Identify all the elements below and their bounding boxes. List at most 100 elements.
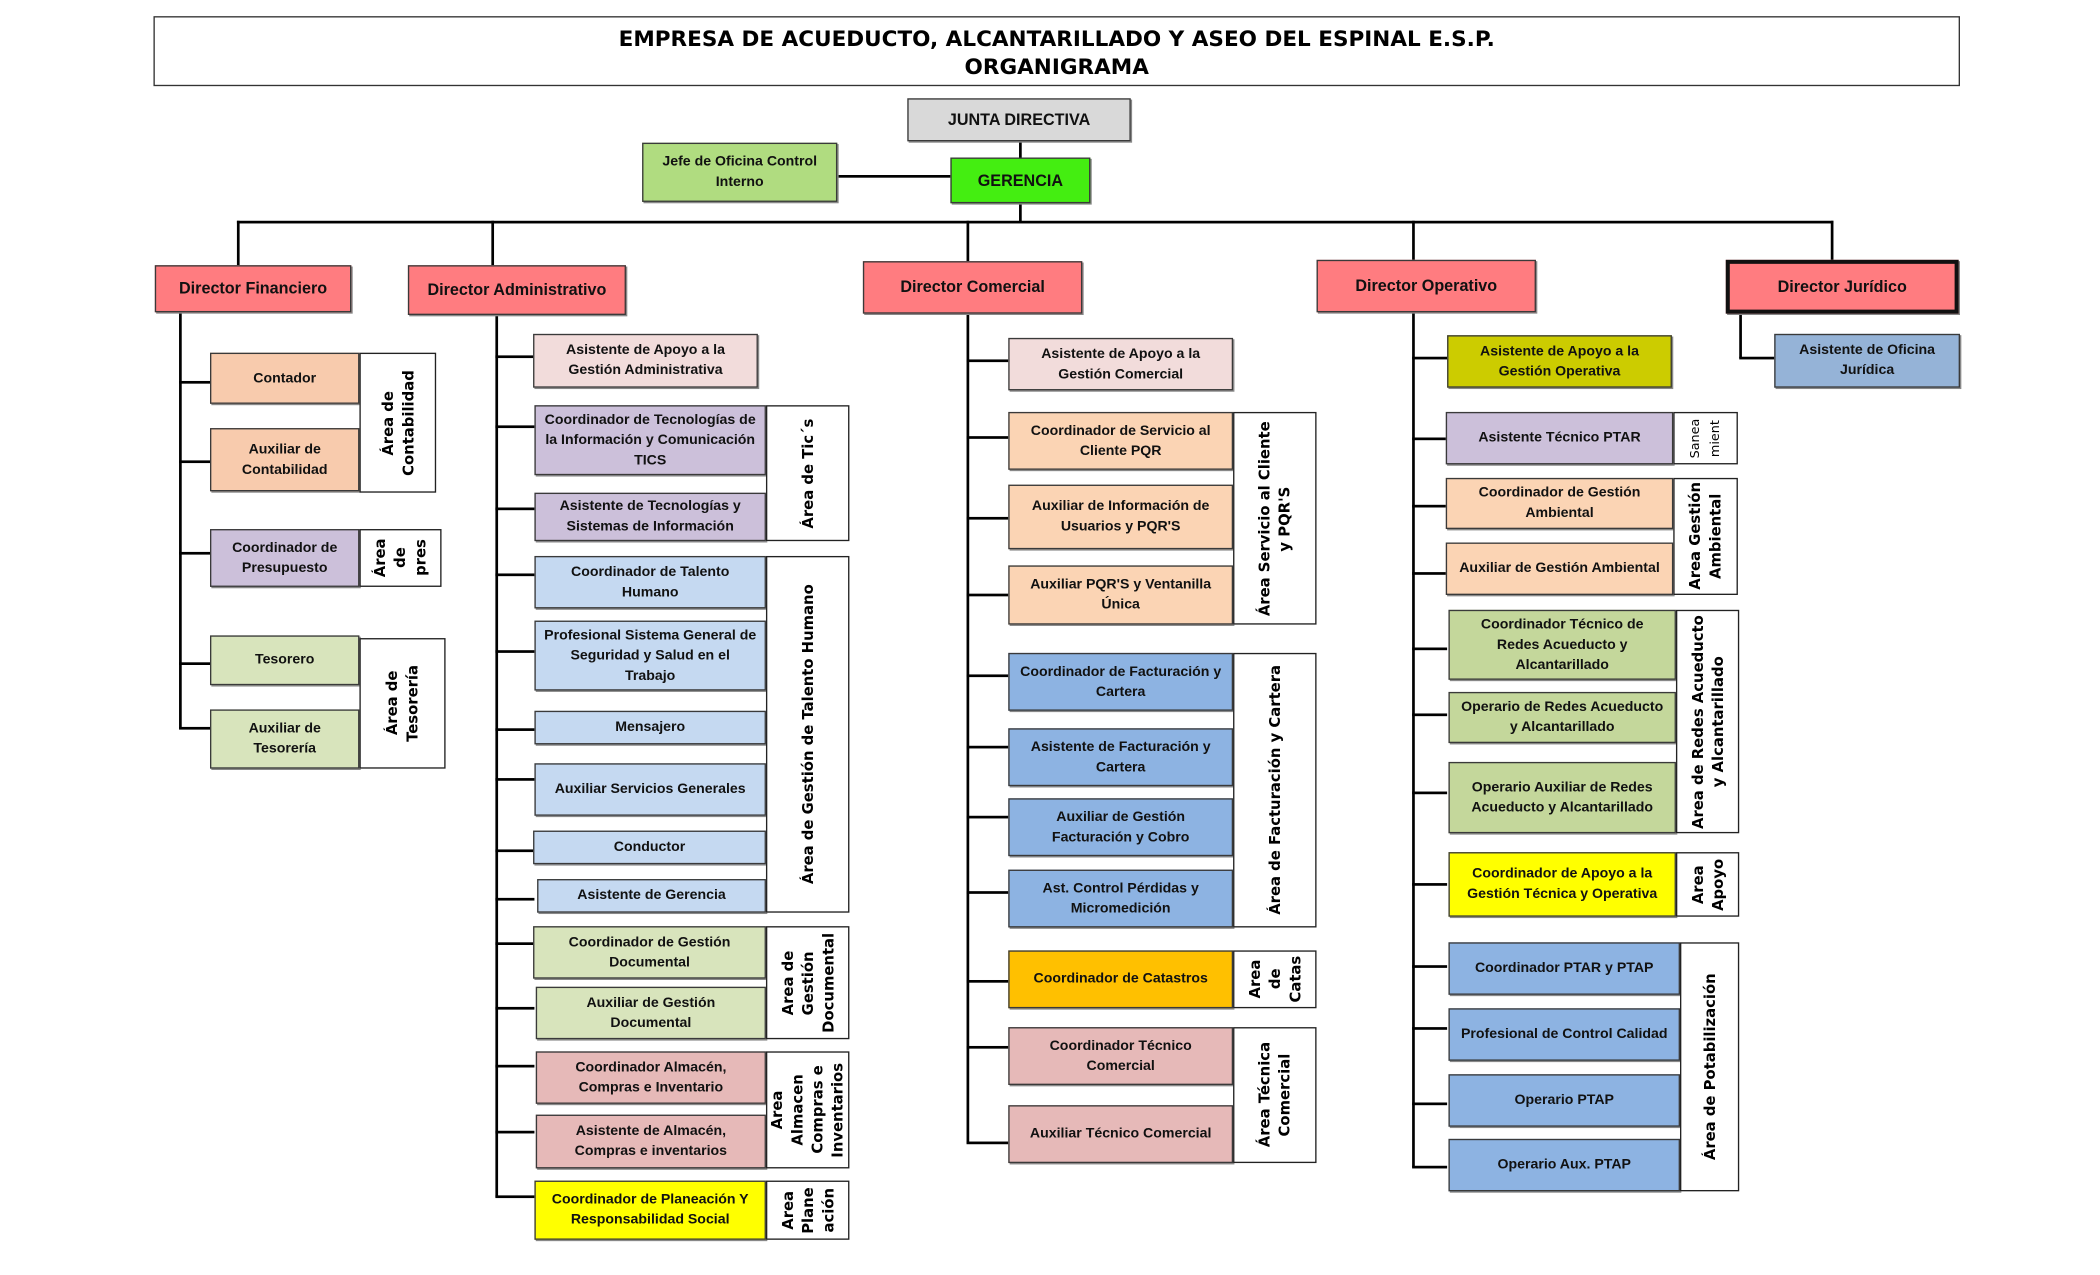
- area-label: Area de Catas: [1245, 955, 1304, 1003]
- area-label: Área de Potabilización: [1700, 973, 1719, 1161]
- area-label-box: Área de Potabilización: [1679, 942, 1740, 1192]
- area-label-box: Área Técnica Comercial: [1233, 1027, 1317, 1164]
- position-box: Asistente de Apoyo a la Gestión Operativ…: [1447, 335, 1672, 388]
- position-box: Coordinador de Presupuesto: [209, 529, 360, 587]
- director-comercial-box: Director Comercial: [862, 261, 1083, 314]
- connector-line: [1412, 883, 1448, 886]
- connector-line: [495, 425, 535, 429]
- connector-line: [1412, 1102, 1448, 1106]
- connector-line: [1412, 713, 1448, 717]
- position-box: Auxiliar de Gestión Facturación y Cobro: [1008, 798, 1234, 857]
- position-box: Auxiliar de Contabilidad: [209, 428, 360, 492]
- area-label: Area de Gestión Documental: [778, 932, 837, 1033]
- connector-line: [179, 460, 210, 464]
- area-label: Area Gestión Ambiental: [1686, 482, 1725, 591]
- connector-line: [1412, 312, 1415, 1168]
- director-juridico-box: Director Jurídico: [1725, 259, 1959, 314]
- connector-line: [1019, 141, 1022, 158]
- area-label-box: Área de Tic´s: [765, 405, 850, 542]
- connector-line: [495, 1006, 535, 1010]
- position-box: Asistente de Oficina Jurídica: [1774, 333, 1960, 388]
- position-box: Coordinador de Gestión Ambiental: [1445, 477, 1674, 530]
- position-box: Coordinador de Servicio al Cliente PQR: [1008, 411, 1234, 470]
- position-box: Coordinador Almacén, Compras e Inventari…: [535, 1051, 766, 1104]
- connector-line: [966, 1045, 1009, 1049]
- connector-line: [966, 220, 970, 262]
- area-label: Área de Contabilidad: [378, 369, 417, 476]
- connector-line: [495, 849, 535, 853]
- connector-line: [1739, 313, 1742, 359]
- position-box: Coordinador de Apoyo a la Gestión Técnic…: [1448, 852, 1676, 917]
- position-box: Profesional Sistema General de Seguridad…: [534, 620, 766, 691]
- connector-line: [179, 380, 210, 384]
- position-box: Auxiliar PQR'S y Ventanilla Única: [1008, 565, 1234, 625]
- chart-title: EMPRESA DE ACUEDUCTO, ALCANTARILLADO Y A…: [153, 16, 1960, 87]
- position-box: Asistente de Apoyo a la Gestión Comercia…: [1008, 337, 1234, 391]
- area-label: Area Plane ación: [778, 1186, 837, 1234]
- position-box: Coordinador Técnico Comercial: [1008, 1027, 1234, 1085]
- position-box: Auxiliar de Tesorería: [209, 709, 360, 769]
- position-box: Coordinador de Facturación y Cartera: [1008, 652, 1234, 711]
- position-box: Auxiliar de Gestión Documental: [535, 986, 766, 1040]
- connector-line: [495, 942, 535, 945]
- area-label: Área de pres: [371, 538, 430, 578]
- area-label-box: Sanea mient: [1673, 411, 1738, 465]
- connector-line: [966, 815, 1009, 819]
- connector-line: [495, 728, 535, 731]
- connector-line: [966, 313, 970, 1143]
- connector-line: [236, 220, 1834, 224]
- connector-line: [1019, 203, 1022, 223]
- area-label-box: Área de Gestión de Talento Humano: [765, 555, 850, 913]
- connector-line: [1412, 791, 1448, 795]
- connector-line: [966, 359, 1009, 363]
- connector-line: [179, 726, 210, 730]
- connector-line: [966, 674, 1009, 678]
- company-name: EMPRESA DE ACUEDUCTO, ALCANTARILLADO Y A…: [618, 25, 1495, 52]
- connector-line: [236, 220, 240, 266]
- position-box: Conductor: [533, 830, 766, 865]
- connector-line: [491, 220, 495, 266]
- position-box: Operario Aux. PTAP: [1448, 1138, 1680, 1192]
- position-box: Auxiliar de Gestión Ambiental: [1445, 542, 1674, 595]
- connector-line: [966, 593, 1009, 597]
- position-box: Coordinador de Planeación Y Responsabili…: [534, 1180, 766, 1240]
- connector-line: [1830, 220, 1834, 260]
- position-box: Asistente Técnico PTAR: [1445, 411, 1674, 465]
- area-label: Área de Facturación y Cartera: [1266, 665, 1284, 916]
- area-label-box: Area de Catas: [1233, 950, 1317, 1009]
- connector-line: [1412, 504, 1448, 508]
- area-label: Area Apoyo: [1688, 858, 1727, 911]
- position-box: Mensajero: [534, 710, 766, 745]
- connector-line: [837, 174, 951, 178]
- connector-line: [1412, 647, 1448, 651]
- connector-line: [1412, 356, 1448, 360]
- area-label: Área Servicio al Cliente y PQR'S: [1255, 420, 1294, 616]
- director-financiero-box: Director Financiero: [154, 265, 352, 313]
- position-box: Coordinador de Catastros: [1008, 950, 1234, 1009]
- area-label: Área Técnica Comercial: [1255, 1042, 1294, 1148]
- position-box: Asistente de Gerencia: [537, 879, 766, 913]
- position-box: Asistente de Tecnologías y Sistemas de I…: [534, 492, 766, 542]
- connector-line: [1412, 572, 1448, 575]
- connector-line: [179, 551, 210, 555]
- area-label-box: Area Almacen Compras e Inventarios: [765, 1051, 850, 1169]
- connector-line: [495, 1064, 535, 1068]
- control-interno-box: Jefe de Oficina Control Interno: [642, 142, 838, 202]
- connector-line: [495, 314, 499, 1197]
- area-label-box: Area de Redes Acueducto y Alcantarillado: [1675, 609, 1740, 834]
- connector-line: [495, 650, 535, 653]
- area-label: Sanea mient: [1688, 418, 1724, 459]
- connector-line: [966, 745, 1009, 749]
- area-label-box: Área de pres: [359, 529, 442, 587]
- area-label: Área de Tic´s: [798, 418, 817, 529]
- area-label-box: Área de Tesorería: [359, 638, 446, 769]
- position-box: Operario Auxiliar de Redes Acueducto y A…: [1448, 761, 1676, 834]
- position-box: Operario PTAP: [1448, 1074, 1680, 1127]
- position-box: Ast. Control Pérdidas y Micromedición: [1008, 869, 1234, 928]
- connector-line: [495, 1130, 535, 1134]
- position-box: Auxiliar de Información de Usuarios y PQ…: [1008, 484, 1234, 550]
- connector-line: [495, 355, 535, 359]
- connector-line: [1412, 965, 1448, 968]
- director-administrativo-box: Director Administrativo: [407, 265, 626, 315]
